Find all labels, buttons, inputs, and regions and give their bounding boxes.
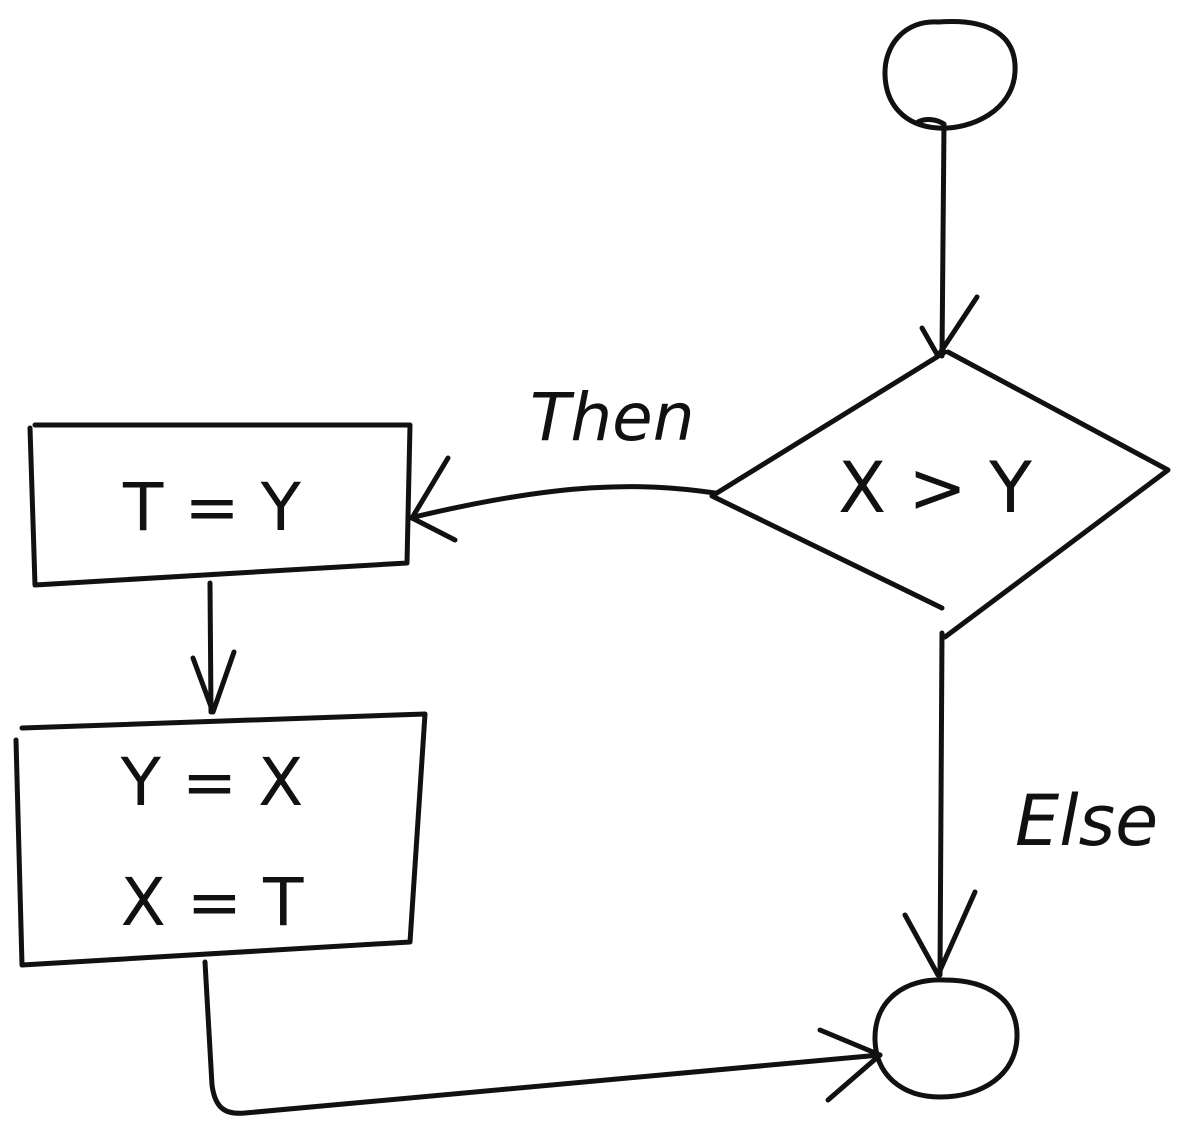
box-swap <box>13 711 428 968</box>
arrow-else <box>937 630 945 978</box>
end-node <box>872 977 1020 1100</box>
decision-node <box>709 349 1171 640</box>
arrowhead-decision <box>919 294 980 359</box>
decision-condition: X > Y <box>838 447 1032 529</box>
arrowhead-then <box>409 455 458 543</box>
arrowhead-end-left <box>817 1027 883 1103</box>
arrow-start-to-decision <box>915 117 947 359</box>
arrow-box2-to-end <box>202 959 883 1116</box>
then-label: Then <box>530 379 695 456</box>
step-t-equals-y: T = Y <box>122 469 302 546</box>
step-y-equals-x: Y = X <box>120 744 304 821</box>
arrow-box1-to-box2 <box>207 580 214 715</box>
arrow-then <box>407 484 718 521</box>
else-label: Else <box>1015 780 1158 862</box>
box-t-equals-y <box>27 422 413 588</box>
arrowhead-box2 <box>190 649 237 715</box>
arrowhead-else <box>902 889 978 978</box>
start-node <box>882 18 1018 131</box>
step-x-equals-t: X = T <box>121 864 304 941</box>
